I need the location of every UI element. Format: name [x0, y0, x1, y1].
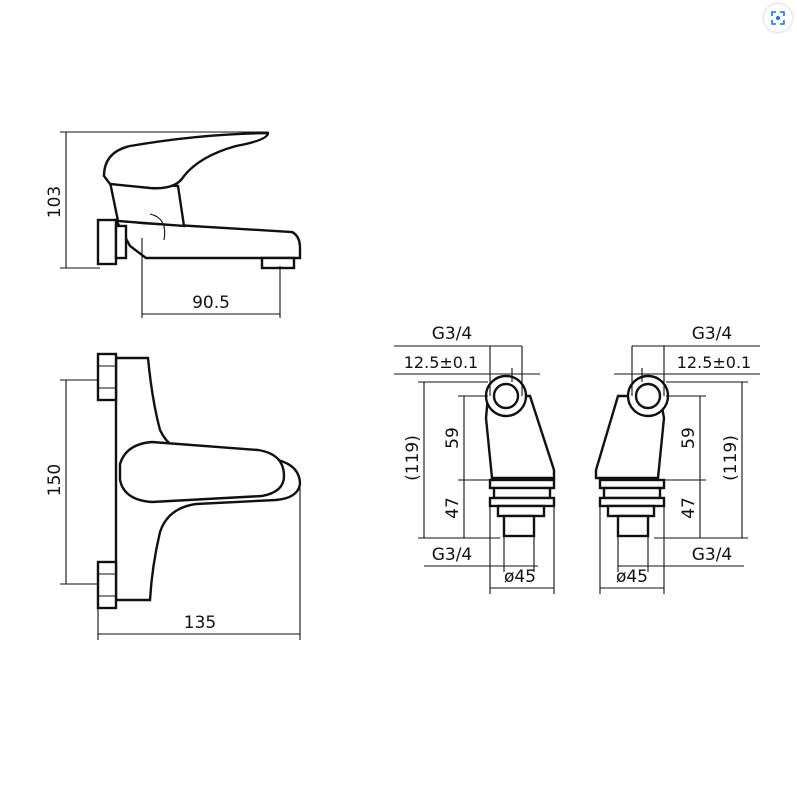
dim-length-135: 135 [184, 613, 216, 633]
lower-height-right: 47 [679, 497, 699, 519]
eccentric-thread-right [616, 514, 650, 538]
wall-nut [96, 218, 118, 266]
offset-right: 12.5±0.1 [677, 353, 751, 372]
faucet-body [113, 218, 302, 260]
thread-top-left: G3/4 [432, 324, 473, 344]
lever-handle [102, 131, 270, 190]
top-view: 150 135 [45, 352, 302, 640]
eccentric-nut-right [602, 486, 662, 500]
eccentric-nut-left [492, 486, 552, 500]
nut-top [96, 352, 118, 402]
offset-left: 12.5±0.1 [404, 353, 478, 372]
lever-top [118, 440, 286, 504]
thread-top-right: G3/4 [692, 324, 733, 344]
lower-height-left: 47 [443, 497, 463, 519]
diameter-left: ø45 [504, 567, 536, 587]
eccentric-right: G3/4 12.5±0.1 (119) 59 47 G3/4 ø45 [594, 324, 760, 594]
total-height-left: (119) [403, 435, 423, 481]
total-height-right: (119) [721, 435, 741, 481]
spout-outlet [260, 256, 296, 270]
eccentric-thread-left [502, 514, 536, 538]
eccentric-left: G3/4 12.5±0.1 (119) 59 47 G3/4 ø45 [394, 324, 556, 594]
dim-spout-90-5: 90.5 [192, 293, 230, 313]
diameter-right: ø45 [616, 567, 648, 587]
dim-height-103: 103 [45, 186, 65, 218]
thread-bottom-right: G3/4 [692, 545, 733, 565]
zoom-button[interactable] [764, 4, 792, 32]
upper-height-left: 59 [443, 427, 463, 449]
zoom-icon [771, 11, 785, 25]
upper-height-right: 59 [679, 427, 699, 449]
thread-bottom-left: G3/4 [432, 545, 473, 565]
side-view: 103 90.5 [45, 131, 302, 318]
dim-width-150: 150 [45, 464, 65, 496]
nut-bottom [96, 560, 118, 610]
